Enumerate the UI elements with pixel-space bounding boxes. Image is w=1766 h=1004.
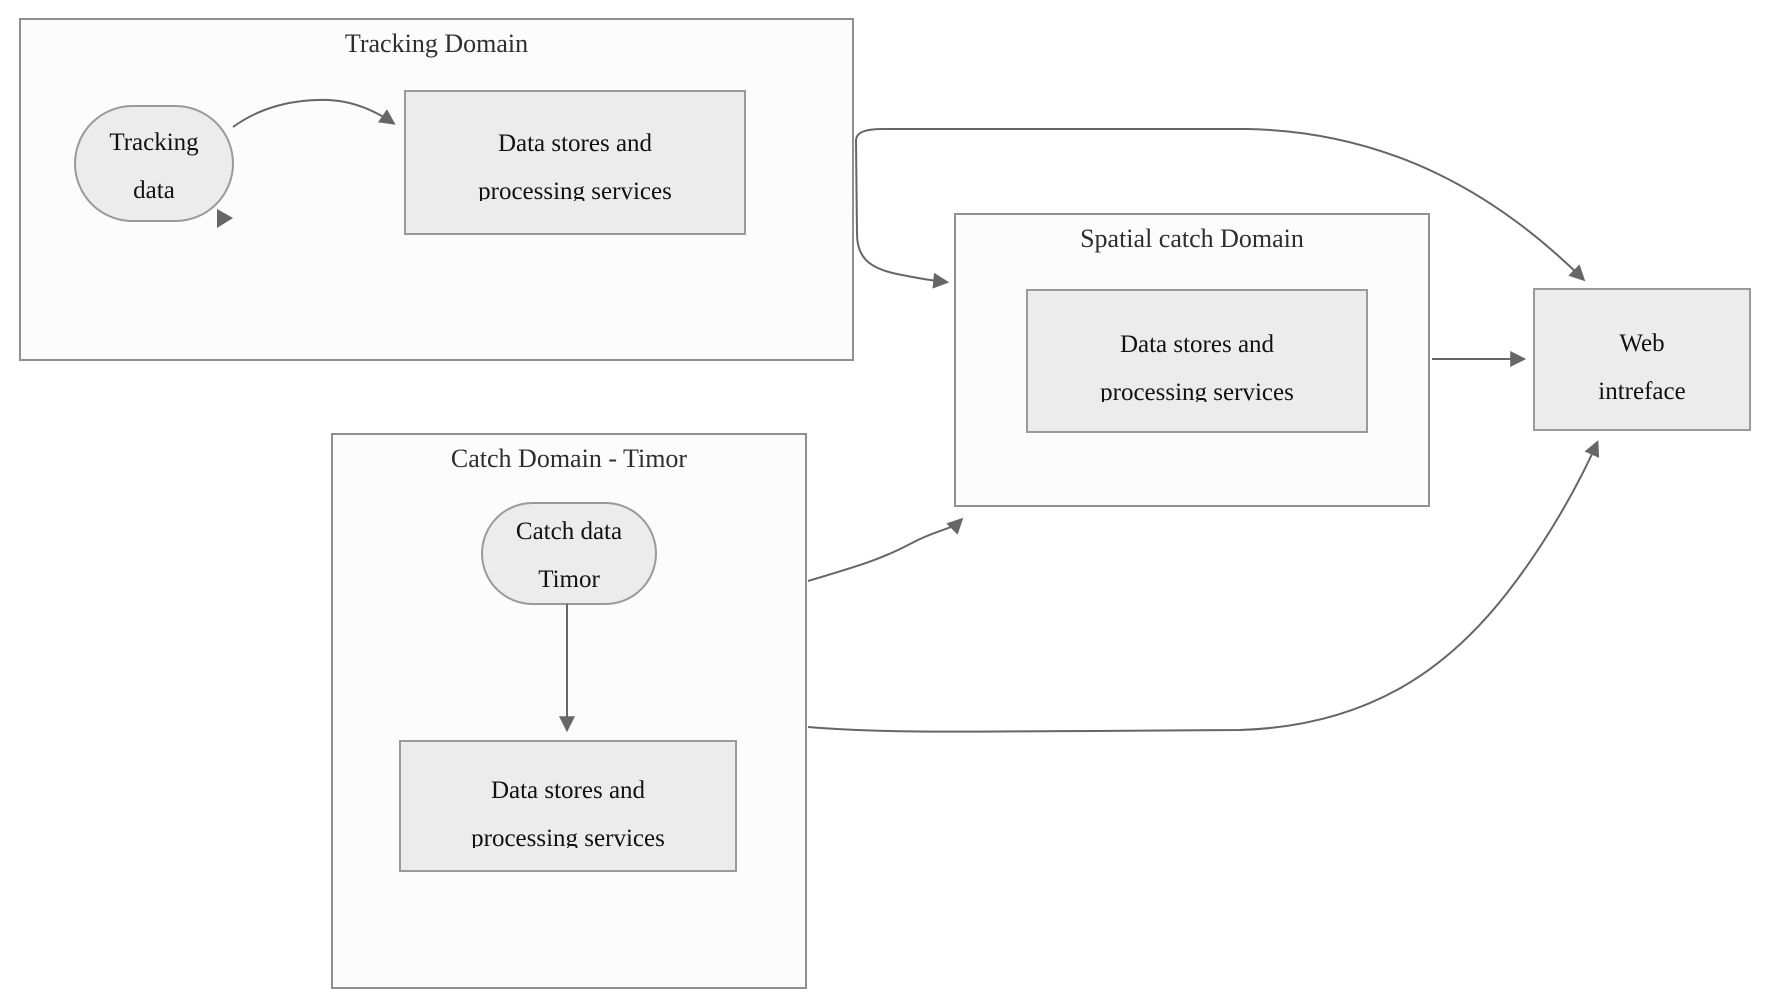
node-label: Catch data Timor <box>515 518 623 593</box>
node-data-stores-spatial: Data stores and processing services <box>1026 289 1368 433</box>
cluster-title-tracking: Tracking Domain <box>344 29 529 58</box>
cluster-title-spatial: Spatial catch Domain <box>1080 224 1304 253</box>
node-tracking-data: Tracking data <box>74 105 234 222</box>
cluster-catch-domain-timor: Catch Domain - Timor Catch data Timor Da… <box>331 433 807 989</box>
node-catch-data-timor: Catch data Timor <box>481 502 657 605</box>
node-label: Data stores and processing services <box>478 130 672 201</box>
node-data-stores-catch: Data stores and processing services <box>399 740 737 872</box>
node-label: Tracking data <box>109 129 199 204</box>
node-label: Data stores and processing services <box>1100 331 1294 402</box>
cluster-spatial-catch-domain: Spatial catch Domain Data stores and pro… <box>954 213 1430 507</box>
cluster-tracking-domain: Tracking Domain Tracking data Data store… <box>19 18 854 361</box>
edge-trackingdomain-to-spatialdomain <box>855 140 950 289</box>
node-web-interface: Web intreface <box>1533 288 1751 431</box>
edge-catchdomain-to-spatialdomain <box>807 517 964 582</box>
node-label: Data stores and processing services <box>471 777 665 848</box>
node-data-stores-tracking: Data stores and processing services <box>404 90 746 235</box>
node-label: Web intreface <box>1598 330 1686 405</box>
cluster-title-catch: Catch Domain - Timor <box>450 444 688 473</box>
